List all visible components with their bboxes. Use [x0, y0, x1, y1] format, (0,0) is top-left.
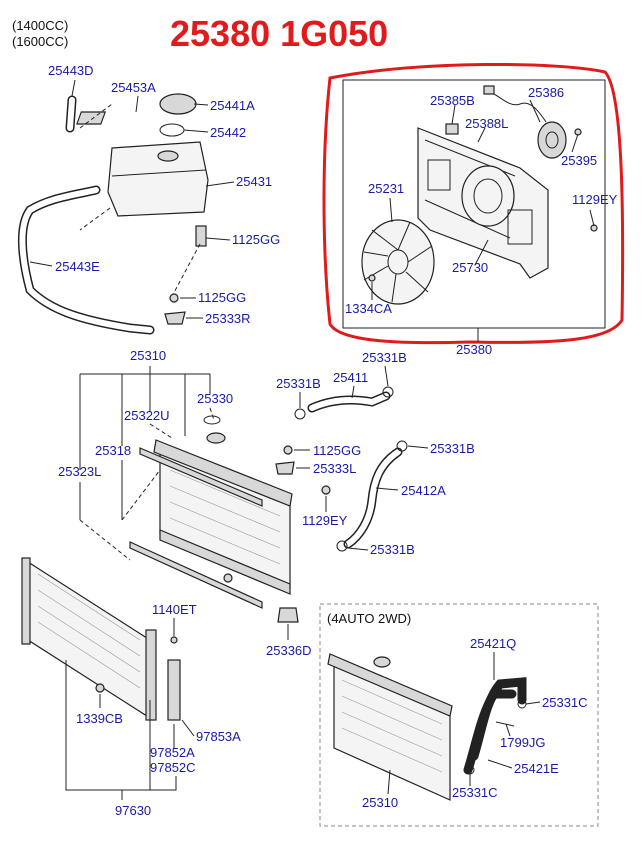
clamp-25331b-d: [336, 540, 348, 552]
label-25333r: 25333R: [205, 311, 251, 326]
label-97852a: 97852A: [150, 745, 195, 760]
label-25431: 25431: [236, 174, 272, 189]
label-25443e: 25443E: [55, 259, 100, 274]
clamp-25331b-b: [382, 386, 394, 398]
radiator-main: [153, 432, 293, 595]
cap-label: [76, 111, 107, 125]
label-25730: 25730: [452, 260, 488, 275]
reservoir-tank: [107, 141, 209, 247]
label-25395: 25395: [561, 153, 597, 168]
label-97630: 97630: [115, 803, 151, 818]
label-25331b-d: 25331B: [370, 542, 415, 557]
label-25330: 25330: [197, 391, 233, 406]
label-1140et: 1140ET: [152, 602, 197, 617]
label-25443d: 25443D: [48, 63, 94, 78]
label-25421e: 25421E: [514, 761, 559, 776]
resistor: [445, 123, 459, 135]
bolt-1129ey-right: [321, 485, 331, 495]
label-1129ey-fan: 1129EY: [572, 192, 618, 207]
fan-shroud: [417, 127, 549, 279]
diagram-title: 25380 1G050: [170, 13, 388, 54]
label-25336d: 25336D: [266, 643, 312, 658]
label-25385b: 25385B: [430, 93, 475, 108]
label-25441a: 25441A: [210, 98, 255, 113]
engine-note-1400cc: (1400CC): [12, 18, 68, 33]
label-1125gg-tank: 1125GG: [232, 232, 280, 247]
transmission-hose-25421e: [463, 689, 517, 775]
label-1125gg-right: 1125GG: [313, 443, 361, 458]
inset-label: (4AUTO 2WD): [327, 611, 411, 626]
clip-1334ca: [368, 274, 376, 282]
label-25231: 25231: [368, 181, 404, 196]
label-25318: 25318: [95, 443, 131, 458]
label-25386: 25386: [528, 85, 564, 100]
gasket-25330: [203, 415, 221, 425]
engine-note-1600cc: (1600CC): [12, 34, 68, 49]
fan-assembly-box: [342, 79, 606, 329]
label-25388l: 25388L: [465, 116, 508, 131]
label-25322u: 25322U: [124, 408, 170, 423]
reservoir-cap: [159, 93, 197, 115]
cooling-fan: [361, 219, 435, 305]
clip-1799jg: [495, 721, 515, 727]
mount-bracket-25333r: [164, 311, 186, 325]
clamp-25331b-c: [396, 440, 408, 452]
condenser: [21, 557, 157, 721]
clamp-25331b-a: [294, 408, 306, 420]
bolt-1140et: [170, 636, 178, 644]
cap-gasket: [159, 123, 185, 137]
receiver-drier: [167, 659, 181, 721]
label-25333l: 25333L: [313, 461, 356, 476]
label-25331c-b: 25331C: [452, 785, 498, 800]
label-25331c-a: 25331C: [542, 695, 588, 710]
inset-radiator: [327, 653, 453, 801]
label-25331b-c: 25331B: [430, 441, 475, 456]
label-25310-inset: 25310: [362, 795, 398, 810]
fan-assembly-highlight: [322, 62, 625, 345]
label-1339cb: 1339CB: [76, 711, 123, 726]
bushing-25336d: [277, 607, 299, 623]
drain-plug: [223, 573, 233, 583]
label-25453a: 25453A: [111, 80, 156, 95]
label-25421q: 25421Q: [470, 636, 516, 651]
bolt-1125gg-mount: [169, 293, 179, 303]
mount-bracket-25333l: [275, 461, 295, 475]
lower-seal-25323l: [129, 541, 263, 609]
label-25380: 25380: [456, 342, 492, 357]
grommet-1339cb: [95, 683, 105, 693]
label-25310: 25310: [130, 348, 166, 363]
label-1334ca: 1334CA: [345, 301, 392, 316]
label-1799jg: 1799JG: [500, 735, 546, 750]
bolt-1125gg-right: [283, 445, 293, 455]
label-25442: 25442: [210, 125, 246, 140]
label-25412a: 25412A: [401, 483, 446, 498]
label-25323l: 25323L: [58, 464, 101, 479]
seal-25318: [139, 447, 263, 507]
label-25411: 25411: [333, 370, 368, 385]
fan-motor: [483, 85, 567, 159]
label-97852c: 97852C: [150, 760, 196, 775]
inset-box: [319, 603, 599, 827]
label-97853a: 97853A: [196, 729, 241, 744]
label-1129ey-right: 1129EY: [302, 513, 348, 528]
label-25331b-a: 25331B: [276, 376, 321, 391]
label-1125gg-mount: 1125GG: [198, 290, 246, 305]
label-25331b-b: 25331B: [362, 350, 407, 365]
